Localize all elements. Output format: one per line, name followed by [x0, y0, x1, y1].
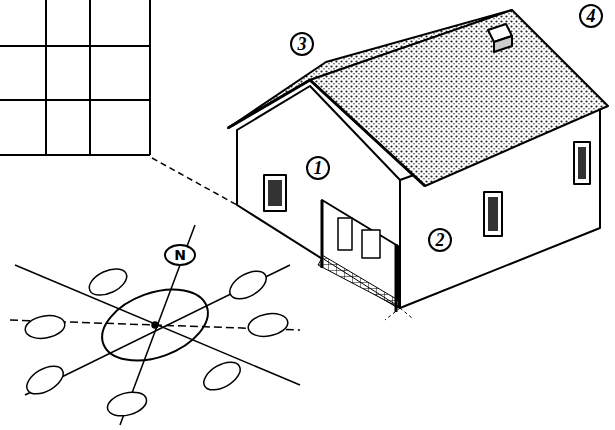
grid	[0, 0, 150, 155]
callout-number: 4	[579, 4, 603, 28]
compass-rose	[10, 225, 300, 425]
callout-number: 3	[290, 32, 314, 56]
roof	[228, 10, 608, 186]
callout-number: 2	[428, 228, 452, 252]
ground-line	[152, 158, 237, 205]
callout-number: 1	[306, 156, 330, 180]
compass-north: N	[164, 244, 196, 266]
